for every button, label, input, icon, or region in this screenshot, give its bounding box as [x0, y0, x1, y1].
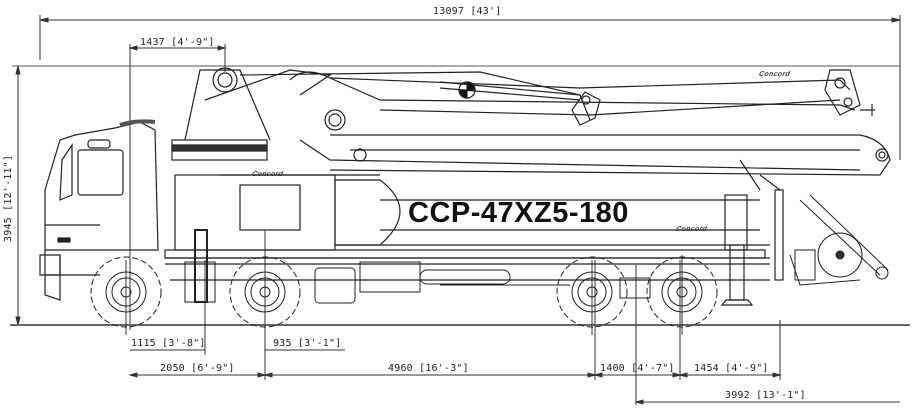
rear-hopper: [789, 194, 889, 286]
truck-cab: [39, 119, 159, 301]
brand-logo-body: Concord: [251, 171, 284, 178]
wheels: [90, 256, 718, 328]
model-title: CCP-47XZ5-180: [408, 197, 629, 229]
pump-body: [171, 139, 770, 251]
chassis-frame: [164, 249, 770, 281]
dim-rear-axle-spacing: 1400 [4'-7"]: [600, 363, 675, 374]
dim-front-outrigger-to-axle: 1115 [3'-8"]: [131, 338, 206, 349]
dim-overall-height: 3945 [12'-11"]: [3, 154, 14, 242]
outriggers: [720, 189, 784, 306]
brand-logo-boom-tip: Concord: [758, 71, 791, 78]
dim-rear-overhang: 3992 [13'-1"]: [725, 390, 806, 401]
dimension-lines: [10, 15, 910, 405]
front-axle-2-wheel: [229, 256, 301, 328]
rear-axle-1-wheel: [556, 256, 628, 328]
dim-axle1-to-axle2: 935 [3'-1"]: [273, 338, 342, 349]
dim-front-axle-group: 2050 [6'-9"]: [160, 363, 235, 374]
brand-logo-frame: Concord: [675, 226, 708, 233]
dim-wheelbase-mid: 4960 [16'-3"]: [388, 363, 469, 374]
rear-axle-2-wheel: [646, 256, 718, 328]
front-axle-1-wheel: [90, 256, 162, 328]
boom-assembly: [184, 67, 891, 191]
dim-front-overhang: 1437 [4'-9"]: [140, 37, 215, 48]
dim-overall-length: 13097 [43']: [433, 6, 502, 17]
drivetrain: [184, 229, 651, 304]
dim-rear-axle-to-outrigger: 1454 [4'-9"]: [694, 363, 769, 374]
